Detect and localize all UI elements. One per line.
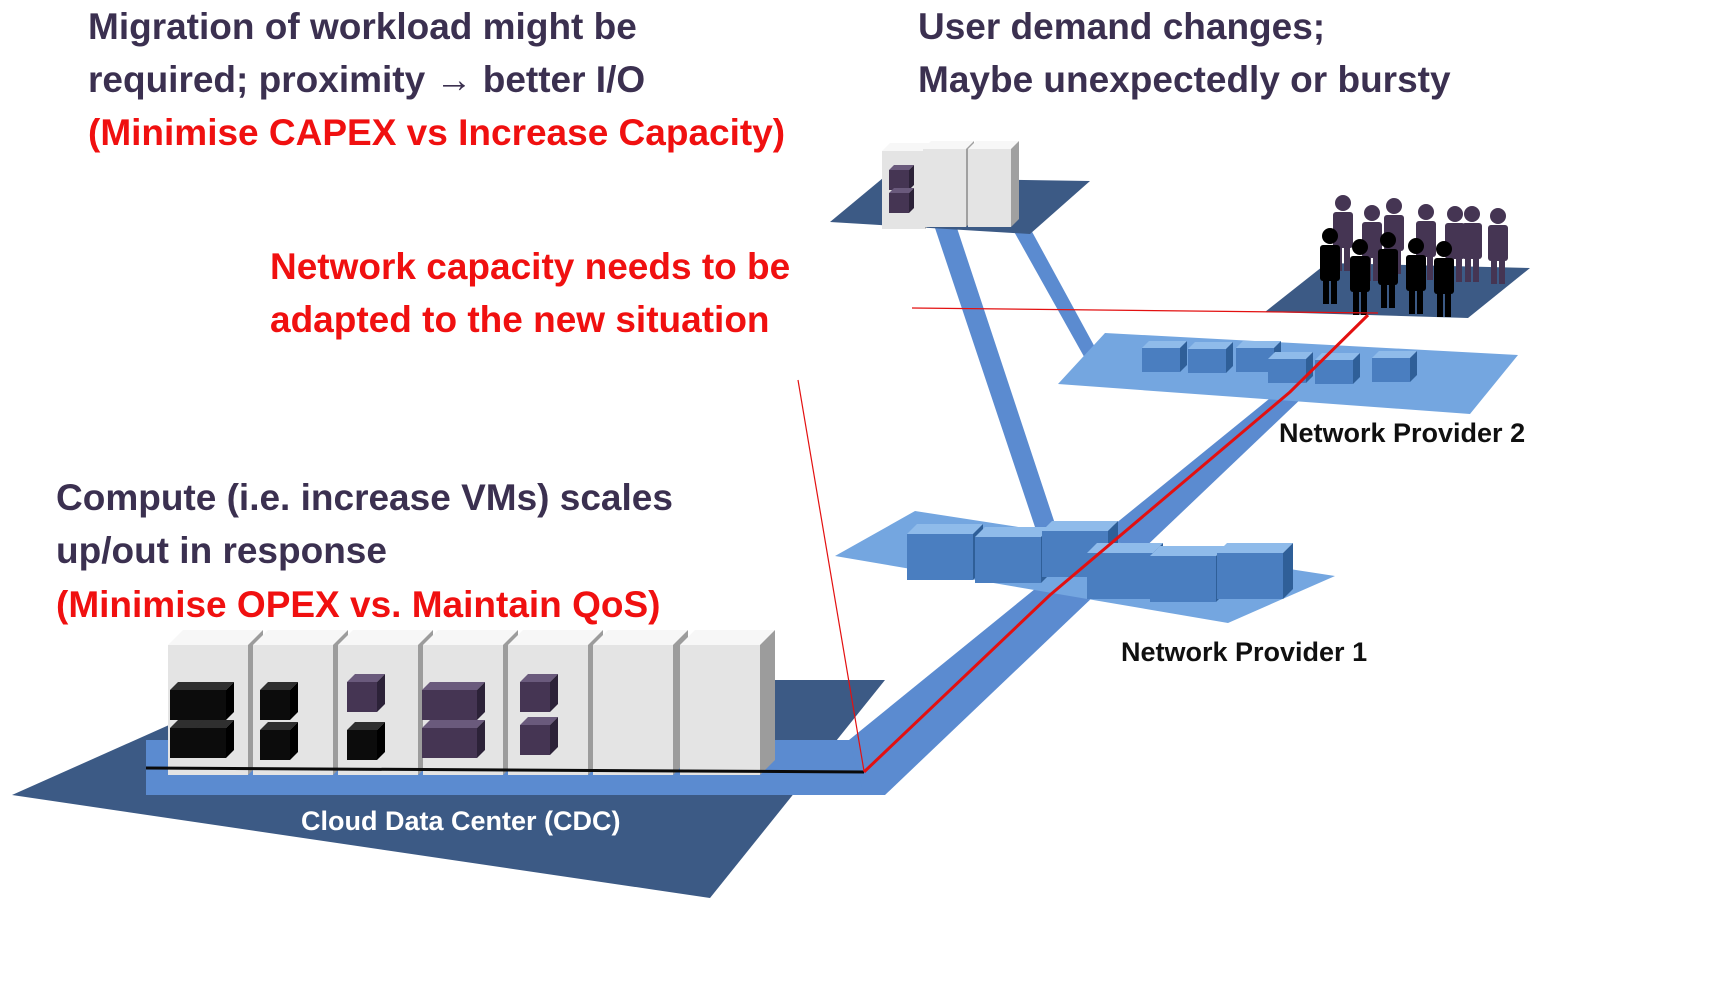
- compute-note-tradeoff: (Minimise OPEX vs. Maintain QoS): [56, 584, 661, 625]
- migration-note-line-1: Migration of workload might be: [88, 6, 637, 47]
- network-provider-2-label: Network Provider 2: [1279, 418, 1526, 448]
- server-rack-icon: [968, 141, 1019, 227]
- router-icon: [1372, 351, 1417, 382]
- router-icon: [1268, 352, 1313, 383]
- network-note-line-1: Network capacity needs to be: [270, 246, 791, 287]
- router-icon: [1150, 546, 1226, 602]
- migration-site-servers: [882, 141, 1019, 229]
- server-rack-icon: [593, 630, 688, 775]
- migration-note-line-2: required; proximity → better I/O: [88, 59, 646, 100]
- provider-1-routers: [907, 521, 1293, 602]
- demand-note-line-1: User demand changes;: [918, 6, 1326, 47]
- vm-block-icon: [889, 165, 914, 190]
- demand-note-line-2: Maybe unexpectedly or bursty: [918, 59, 1451, 100]
- compute-note-line-1: Compute (i.e. increase VMs) scales: [56, 477, 673, 518]
- router-icon: [1142, 341, 1187, 372]
- cdc-network-line: [145, 766, 865, 774]
- router-icon: [1188, 342, 1233, 373]
- server-rack-icon: [680, 630, 775, 775]
- callout-line-bottom: [797, 379, 865, 772]
- router-icon: [1315, 353, 1360, 384]
- router-icon: [1217, 543, 1293, 599]
- compute-note-line-2: up/out in response: [56, 530, 387, 571]
- network-note-line-2: adapted to the new situation: [270, 299, 770, 340]
- migration-note-tradeoff: (Minimise CAPEX vs Increase Capacity): [88, 112, 786, 153]
- migration-link-right: [1012, 228, 1103, 362]
- server-rack-icon: [923, 141, 974, 227]
- network-provider-1-label: Network Provider 1: [1121, 637, 1368, 667]
- cloud-data-center-label: Cloud Data Center (CDC): [301, 806, 621, 836]
- router-icon: [975, 527, 1051, 583]
- callout-line-top: [911, 307, 1379, 314]
- router-icon: [907, 524, 983, 580]
- vm-block-icon: [889, 188, 914, 213]
- adapted-network-path: [862, 313, 1370, 774]
